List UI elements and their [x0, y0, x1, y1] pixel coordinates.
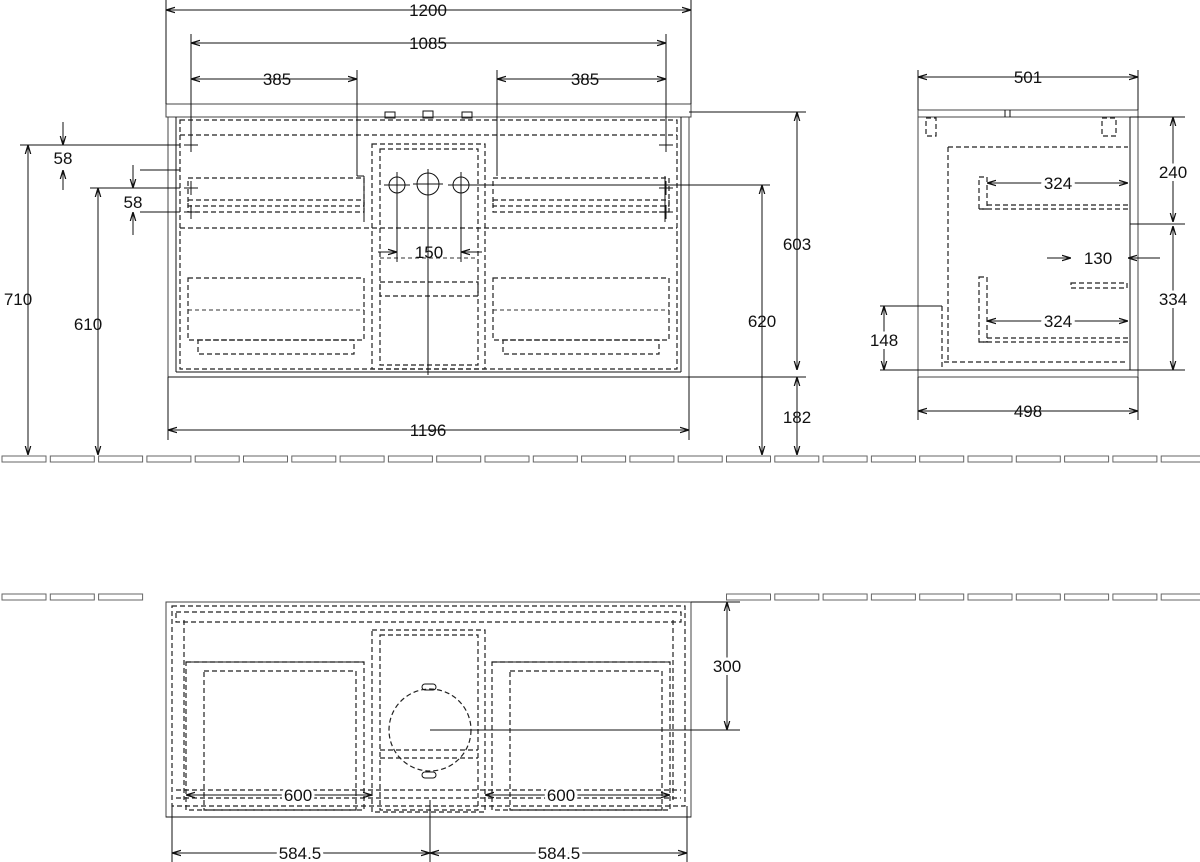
floor-tile: [1064, 593, 1110, 601]
floor-tile: [243, 455, 288, 463]
floor-line-bottom: [1, 593, 1200, 601]
side-cabinet: [917, 116, 1139, 378]
floor-line-top: [1, 455, 1200, 463]
dim-top-gap: 58: [54, 149, 73, 168]
front-view: 1200 1085 385 385 58 58 710 610 150 603 …: [4, 0, 811, 455]
dim-drawer2-depth: 324: [1044, 312, 1072, 331]
floor-tile: [49, 593, 95, 601]
floor-tile: [726, 455, 771, 463]
floor-tile: [484, 455, 530, 463]
floor-tile: [1, 455, 47, 463]
floor-tile: [1160, 455, 1200, 463]
floor-tile: [581, 455, 627, 463]
dim-second-gap: 58: [124, 193, 143, 212]
side-view: 501 324 240 130 334 324 148 498: [867, 68, 1190, 421]
dim-drawer2-height: 334: [1159, 290, 1187, 309]
dim-left-offset: 385: [263, 70, 291, 89]
dim-side-depth-bottom: 498: [1014, 402, 1042, 421]
floor-tile: [1015, 455, 1061, 463]
floor-tile: [1015, 593, 1061, 601]
dim-top-depth: 300: [713, 657, 741, 676]
floor-tile: [1112, 455, 1158, 463]
floor-tile: [774, 593, 820, 601]
floor-tile: [870, 593, 916, 601]
dim-side-depth-top: 501: [1014, 68, 1042, 87]
dim-right-offset: 385: [571, 70, 599, 89]
dim-top-right-half: 584.5: [538, 844, 581, 862]
floor-tile: [726, 593, 771, 601]
dim-leg-height: 182: [783, 408, 811, 427]
floor-tile: [919, 593, 965, 601]
top-outline: [165, 601, 692, 818]
floor-tile: [98, 455, 144, 463]
floor-tile: [436, 455, 482, 463]
floor-tile: [677, 455, 723, 463]
floor-tile: [98, 593, 144, 601]
floor-tile: [291, 455, 337, 463]
dim-inner-width: 1085: [409, 34, 447, 53]
dim-height-620: 620: [748, 312, 776, 331]
floor-tile: [919, 455, 965, 463]
floor-tile: [967, 593, 1013, 601]
dim-height-710: 710: [4, 290, 32, 309]
floor-tile: [629, 455, 675, 463]
dim-height-610: 610: [74, 315, 102, 334]
dim-top-left-width: 600: [284, 786, 312, 805]
floor-tile: [532, 455, 578, 463]
dim-plinth-height: 148: [870, 331, 898, 350]
floor-tile: [774, 455, 820, 463]
floor-tile: [1112, 593, 1158, 601]
floor-tile: [339, 455, 385, 463]
floor-tile: [387, 455, 433, 463]
floor-tile: [967, 455, 1013, 463]
floor-tile: [146, 455, 192, 463]
floor-tile: [822, 593, 868, 601]
floor-tile: [870, 455, 916, 463]
top-view: 300 600 600 584.5 584.5: [165, 601, 744, 862]
dim-overall-width: 1200: [409, 1, 447, 20]
floor-tile: [1064, 455, 1110, 463]
dim-cabinet-width: 1196: [410, 421, 447, 440]
dim-cabinet-height: 603: [783, 235, 811, 254]
dim-top-left-half: 584.5: [279, 844, 322, 862]
floor-tile: [1160, 593, 1200, 601]
dim-drawer1-height: 240: [1159, 163, 1187, 182]
dim-siphon-depth: 130: [1084, 249, 1112, 268]
dim-drawer1-depth: 324: [1044, 174, 1072, 193]
floor-tile: [49, 455, 95, 463]
floor-tile: [1, 593, 47, 601]
side-countertop: [917, 109, 1139, 118]
dim-top-right-width: 600: [547, 786, 575, 805]
dim-hole-spacing: 150: [415, 243, 443, 262]
floor-tile: [822, 455, 868, 463]
floor-tile: [194, 455, 240, 463]
